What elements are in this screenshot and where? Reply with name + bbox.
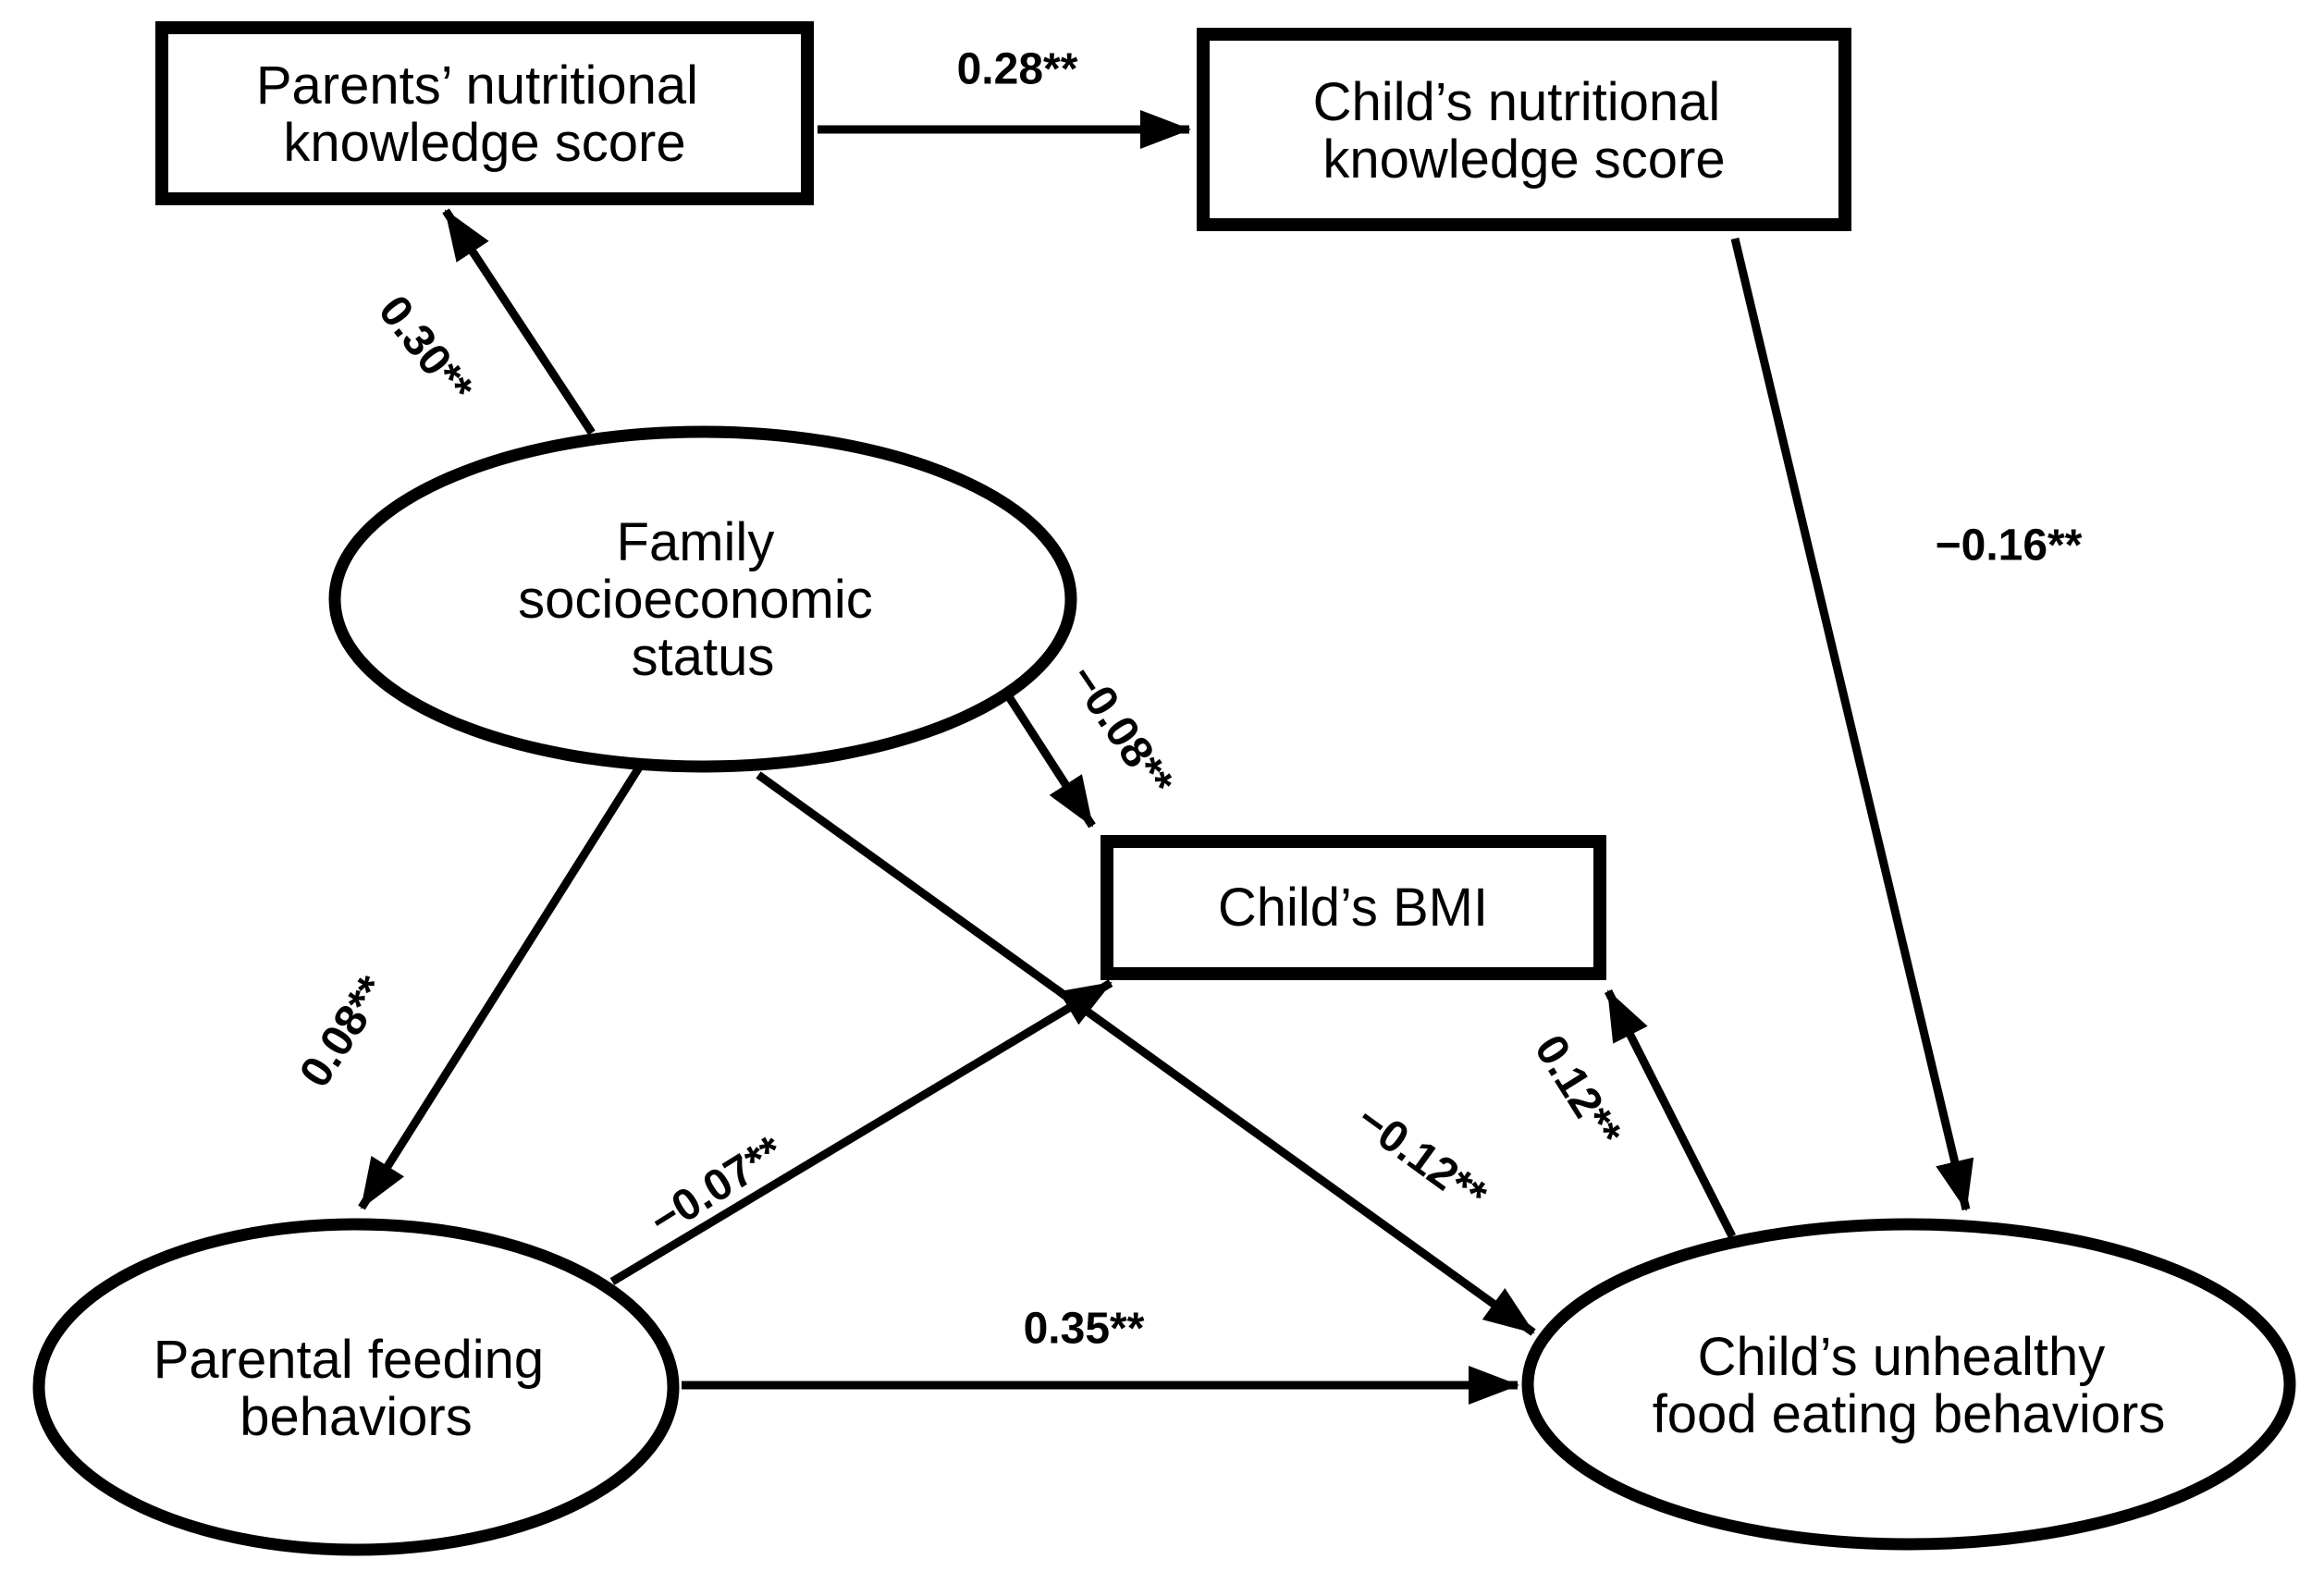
node-child-knowledge-label: Child’s nutritional knowledge score [1313,72,1736,190]
node-child-unhealthy-ellipse [1521,1218,2296,1551]
coef-parental-feeding-unhealthy: 0.35** [1024,1305,1145,1354]
node-family-ses-ellipse [328,425,1077,773]
coef-ses-bmi: −0.08** [1060,656,1183,805]
arrow-ses-to-child-unhealthy [756,771,1536,1336]
node-parental-feeding-label: Parental feeding behaviors [154,1330,559,1447]
coef-ses-parental-feeding: 0.08** [290,967,398,1096]
coef-unhealthy-bmi: 0.12** [1525,1027,1630,1156]
arrow-child-unhealthy-to-child-bmi [1604,988,1737,1239]
node-parents-knowledge-label: Parents’ nutritional knowledge score [256,55,713,173]
node-child-bmi-label: Child’s BMI [1218,878,1488,938]
node-parents-knowledge-box [155,21,814,205]
coef-ses-unhealthy: −0.12** [1347,1095,1495,1221]
node-child-knowledge-box [1197,28,1851,231]
arrow-ses-to-parental-feeding [358,765,643,1210]
coef-parents-child-knowledge: 0.28** [957,45,1078,94]
arrow-child-knowledge-to-child-unhealthy [1730,237,1974,1211]
node-child-bmi-box [1101,835,1606,980]
node-family-ses-label: Family socioeconomic status [518,512,888,687]
node-parental-feeding-ellipse [32,1218,680,1556]
arrow-parental-feeding-to-child-bmi [609,979,1113,1285]
arrow-ses-to-parents-knowledge [442,208,596,436]
coef-ses-parents-knowledge: 0.30** [369,287,482,412]
node-child-unhealthy-label: Child’s unhealthy food eating behaviors [1653,1327,2166,1444]
coef-child-knowledge-unhealthy: −0.16** [1936,522,2083,571]
arrow-ses-to-child-bmi [1004,693,1096,829]
